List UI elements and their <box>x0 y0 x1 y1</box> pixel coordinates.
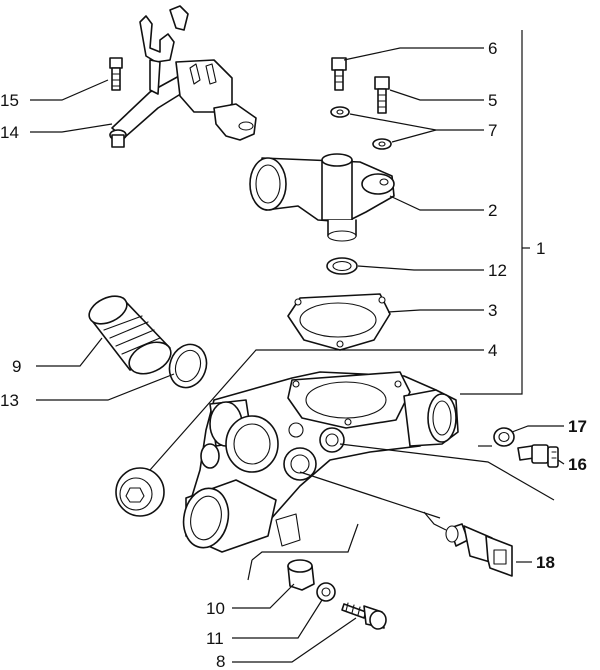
callout-labels: 15 14 6 5 7 2 1 12 3 4 9 13 17 16 18 10 … <box>0 39 587 670</box>
callout-17: 17 <box>568 417 587 436</box>
part-bracket-bolt <box>109 57 123 91</box>
callout-18: 18 <box>536 553 555 572</box>
part-sensor-18 <box>445 523 513 577</box>
callout-8: 8 <box>216 652 225 670</box>
part-bolt-5 <box>374 76 390 114</box>
callout-9: 9 <box>12 357 21 376</box>
part-bolt-8 <box>341 602 387 630</box>
callout-1: 1 <box>536 239 545 258</box>
part-washer-7b <box>372 138 392 150</box>
callout-6: 6 <box>488 39 497 58</box>
part-bracket <box>109 5 257 148</box>
callout-4: 4 <box>488 341 497 360</box>
leader-lines <box>30 30 565 663</box>
callout-5: 5 <box>488 91 497 110</box>
callout-16: 16 <box>568 455 587 474</box>
callout-10: 10 <box>206 599 225 618</box>
part-washer-11 <box>316 582 336 602</box>
part-bolt-6 <box>331 57 347 91</box>
callout-2: 2 <box>488 201 497 220</box>
callout-12: 12 <box>488 261 507 280</box>
part-main-housing <box>182 371 459 553</box>
part-o-ring-12 <box>326 257 358 275</box>
part-gasket-3 <box>287 293 391 351</box>
part-washer-7a <box>330 106 350 118</box>
part-washer-17 <box>493 427 515 447</box>
callout-7: 7 <box>488 121 497 140</box>
callout-15: 15 <box>0 91 19 110</box>
part-plug-4 <box>115 467 165 517</box>
callout-11: 11 <box>206 629 224 648</box>
part-sensor-16 <box>517 444 559 468</box>
part-plug-10 <box>287 559 315 591</box>
callout-13: 13 <box>0 391 19 410</box>
part-ring-13 <box>168 343 208 389</box>
callout-3: 3 <box>488 301 497 320</box>
callout-14: 14 <box>0 123 19 142</box>
part-hose-9 <box>88 295 172 375</box>
part-outlet-cover <box>249 153 395 242</box>
